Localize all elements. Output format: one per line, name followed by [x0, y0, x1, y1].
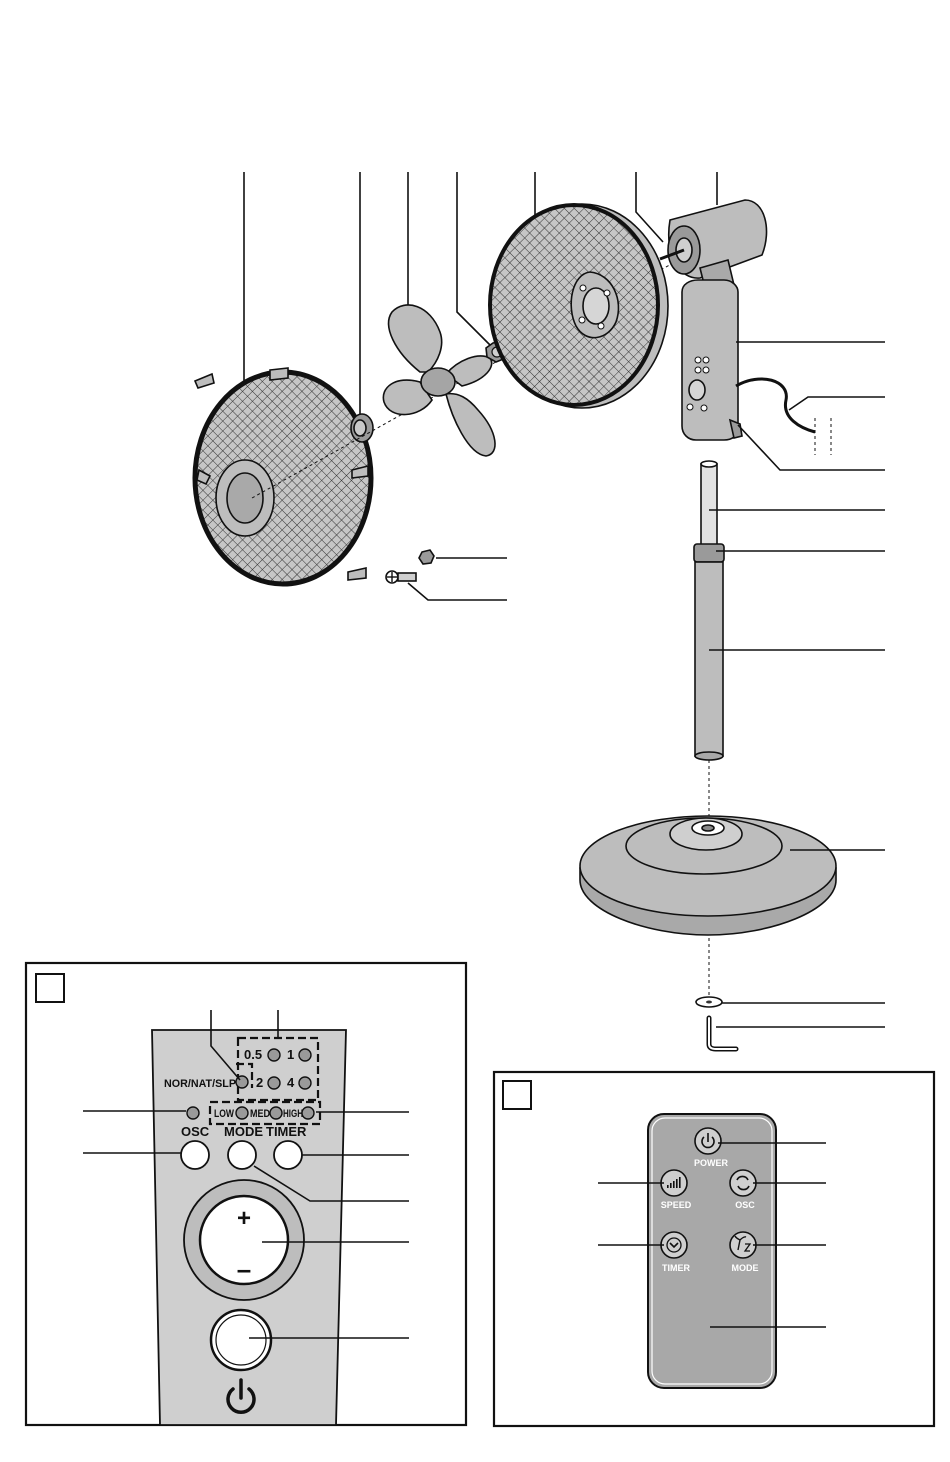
remote-figure-number-box [503, 1081, 531, 1109]
speed-up-sign: + [237, 1205, 251, 1232]
front-grille [195, 368, 371, 584]
osc-button-label: OSC [181, 1124, 210, 1139]
mode-button[interactable] [228, 1141, 256, 1169]
remote-power-label: POWER [694, 1158, 729, 1168]
timer-one-hour-label: 1 [287, 1047, 294, 1062]
remote-timer-button[interactable] [661, 1232, 687, 1258]
remote-osc-label: OSC [735, 1200, 755, 1210]
fan-blade [383, 305, 495, 456]
timer-four-hour-led [299, 1077, 311, 1089]
remote-timer-label: TIMER [662, 1263, 690, 1273]
mode-button-label: MODE [224, 1124, 263, 1139]
grille-screw [386, 571, 507, 600]
oscillation-led [187, 1107, 199, 1119]
speed-med-led [270, 1107, 282, 1119]
timer-half-hour-label: 0.5 [244, 1047, 262, 1062]
timer-two-hour-label: 2 [256, 1075, 263, 1090]
speed-low-led [236, 1107, 248, 1119]
rear-grille [490, 204, 668, 408]
base-washer [696, 997, 722, 1007]
osc-button[interactable] [181, 1141, 209, 1169]
speed-low-label: LOW [214, 1108, 234, 1120]
timer-half-hour-led [268, 1049, 280, 1061]
speed-down-sign: – [237, 1254, 251, 1284]
upper-tube [701, 461, 717, 550]
remote-control-figure: POWER SPEED OSC TIMER M [494, 1072, 934, 1426]
speed-med-label: MED [250, 1108, 270, 1120]
hex-key [709, 1018, 736, 1049]
control-panel-figure: 0.5 1 2 4 NOR/NAT/SLP LOW MED HIGH OSC M… [26, 963, 466, 1425]
height-collar [694, 544, 724, 562]
remote-mode-label: MODE [732, 1263, 759, 1273]
timer-two-hour-led [268, 1077, 280, 1089]
panel-power-button[interactable] [211, 1310, 271, 1370]
remote-osc-button[interactable] [730, 1170, 756, 1196]
timer-four-hour-label: 4 [287, 1075, 295, 1090]
remote-speed-label: SPEED [661, 1200, 692, 1210]
grille-nut [419, 550, 507, 564]
remote-mode-button[interactable] [730, 1232, 756, 1258]
figure-number-box [36, 974, 64, 1002]
spinner-cap [351, 414, 373, 442]
speed-high-led [302, 1107, 314, 1119]
speed-high-label: HIGH [283, 1108, 303, 1120]
control-column [682, 280, 742, 440]
timer-button-label: TIMER [266, 1124, 307, 1139]
timer-one-hour-led [299, 1049, 311, 1061]
power-cord [736, 379, 831, 455]
mode-group-label: NOR/NAT/SLP [164, 1078, 236, 1090]
timer-button[interactable] [274, 1141, 302, 1169]
lower-tube [695, 562, 723, 760]
motor-housing [660, 200, 767, 292]
fan-base [580, 816, 836, 935]
